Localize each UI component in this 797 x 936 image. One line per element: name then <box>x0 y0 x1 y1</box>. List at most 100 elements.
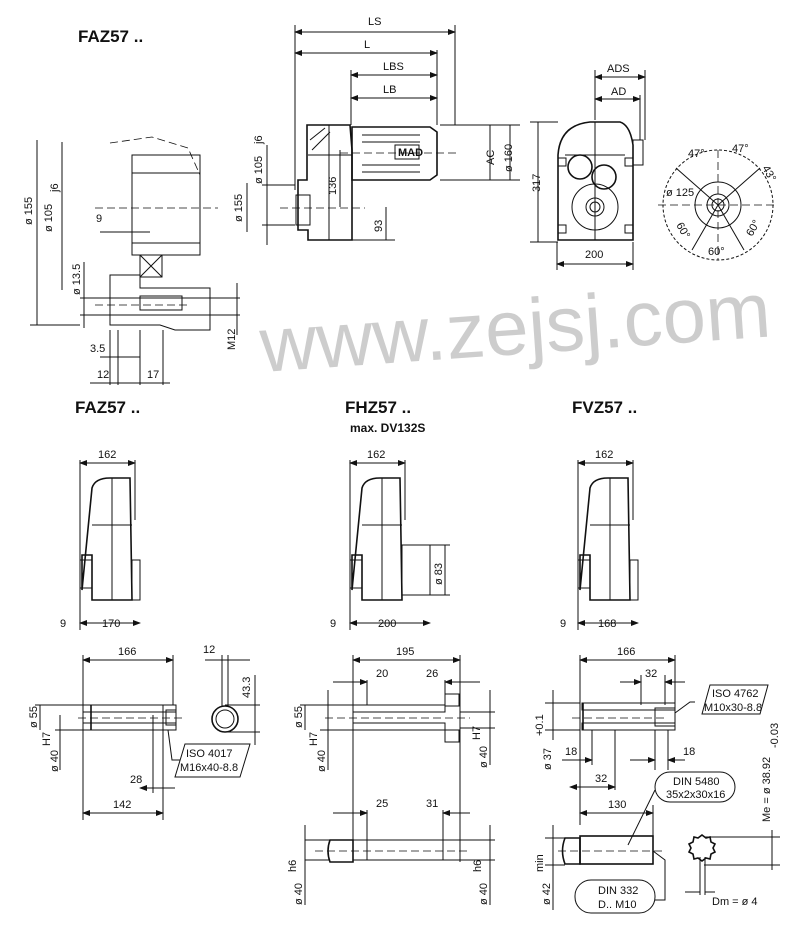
dim-9-faz: 9 <box>60 618 66 630</box>
dim-31: 31 <box>426 798 438 810</box>
dim-25: 25 <box>376 798 388 810</box>
dim-d40-h6-right-tol: h6 <box>472 860 484 872</box>
spline-profile <box>687 834 717 862</box>
bottom-faz-shaft: 166 ø 55 ø 40 H7 ISO 4017 M16x40-8.8 28 … <box>28 644 260 820</box>
dim-d155: ø 155 <box>23 197 35 225</box>
top-front-view: 317 200 ADS AD <box>530 63 646 270</box>
dim-166-fvz: 166 <box>617 646 635 658</box>
dim-18-left: 18 <box>565 746 577 758</box>
dim-3-5: 3.5 <box>90 343 105 355</box>
middle-fvz-view: 162 9 168 <box>560 449 639 630</box>
dim-162-faz: 162 <box>98 449 116 461</box>
iso4017-label: ISO 4017 <box>186 748 232 760</box>
din5480-label: DIN 5480 <box>673 776 719 788</box>
dim-26: 26 <box>426 668 438 680</box>
dim-28: 28 <box>130 774 142 786</box>
dim-d42-tol: min <box>534 854 546 872</box>
top-flange-view: 47° 47° 43° ø 125 60° 60° 60° <box>658 143 778 261</box>
dim-162-fhz: 162 <box>367 449 385 461</box>
iso4762-spec: M10x30-8.8 <box>704 702 762 714</box>
title-fhz57: FHZ57 .. <box>345 398 411 417</box>
dim-20: 20 <box>376 668 388 680</box>
dim-d125: ø 125 <box>666 187 694 199</box>
title-faz57-top: FAZ57 .. <box>78 27 143 46</box>
motor-badge: MAD <box>398 147 423 159</box>
dim-200-fhz: 200 <box>378 618 396 630</box>
dim-ls: LS <box>368 16 381 28</box>
angle-60-left: 60° <box>673 221 692 241</box>
top-side-view: LS L LBS LB MAD AC ø 160 ø 105 j6 ø 155 … <box>233 16 520 245</box>
dim-d40-fhz-right: ø 40 <box>478 746 490 768</box>
dim-d160: ø 160 <box>503 144 515 172</box>
bottom-fhz-shaft: 195 20 26 ø 55 ø 40 H7 ø 40 H7 25 31 ø 4… <box>287 646 495 905</box>
angle-60-right: 60° <box>744 218 763 238</box>
dim-166-faz: 166 <box>118 646 136 658</box>
dim-d105-side: ø 105 <box>253 156 265 184</box>
dim-142: 142 <box>113 799 131 811</box>
angle-60-bottom: 60° <box>708 246 725 258</box>
dim-d105: ø 105 <box>43 204 55 232</box>
dim-ad: AD <box>611 86 626 98</box>
dim-d55-fhz: ø 55 <box>293 706 305 728</box>
dim-d40-h6-left-tol: h6 <box>287 860 299 872</box>
dim-d105-side-tol: j6 <box>253 135 265 145</box>
dim-162-fvz: 162 <box>595 449 613 461</box>
angle-47-right: 47° <box>732 143 749 155</box>
dim-d40-h6-left: ø 40 <box>293 883 305 905</box>
dim-d40-faz-tol: H7 <box>41 732 53 746</box>
dim-d40-h6-right: ø 40 <box>478 883 490 905</box>
dim-136: 136 <box>327 177 339 195</box>
dim-317: 317 <box>531 174 543 192</box>
dim-dm: Dm = ø 4 <box>712 896 758 908</box>
dim-18-right: 18 <box>683 746 695 758</box>
middle-fhz-view: 162 ø 83 9 200 <box>330 449 450 630</box>
dim-me: Me = ø 38.92 <box>761 757 773 822</box>
dim-ac: AC <box>485 150 497 165</box>
dim-d40-fhz-left: ø 40 <box>316 750 328 772</box>
dim-200-front: 200 <box>585 249 603 261</box>
dim-170: 170 <box>102 618 120 630</box>
dim-12: 12 <box>97 369 109 381</box>
din5480-spec: 35x2x30x16 <box>666 789 725 801</box>
dim-d42: ø 42 <box>541 883 553 905</box>
dim-32-fvz-bottom: 32 <box>595 773 607 785</box>
dim-m12: M12 <box>226 329 238 350</box>
dim-17: 17 <box>147 369 159 381</box>
bottom-fvz-shaft: 166 32 ISO 4762 M10x30-8.8 ø 37 +0.1 18 … <box>534 646 781 914</box>
dim-me-tol: -0.03 <box>769 723 781 748</box>
dim-d105-tol: j6 <box>49 183 61 193</box>
dim-12-faz: 12 <box>203 644 215 656</box>
iso4017-spec: M16x40-8.8 <box>180 762 238 774</box>
din332-label: DIN 332 <box>598 885 638 897</box>
watermark-text: www.zejsj.com <box>256 265 773 389</box>
subtitle-max-dv132s: max. DV132S <box>350 421 425 435</box>
dim-195: 195 <box>396 646 414 658</box>
dim-43-3: 43.3 <box>241 677 253 698</box>
dim-ads: ADS <box>607 63 630 75</box>
dim-l: L <box>364 39 370 51</box>
dim-lbs: LBS <box>383 61 404 73</box>
dim-d37: ø 37 <box>542 748 554 770</box>
dim-d83: ø 83 <box>433 563 445 585</box>
dim-d40-fhz-left-tol: H7 <box>308 732 320 746</box>
dim-9-fvz: 9 <box>560 618 566 630</box>
dim-93: 93 <box>373 220 385 232</box>
din332-spec: D.. M10 <box>598 899 637 911</box>
middle-row: FAZ57 .. FHZ57 .. max. DV132S FVZ57 .. <box>75 398 637 435</box>
dim-d40-faz: ø 40 <box>49 750 61 772</box>
dim-32-fvz-top: 32 <box>645 668 657 680</box>
iso4762-label: ISO 4762 <box>712 688 758 700</box>
dim-d40-fhz-right-tol: H7 <box>471 726 483 740</box>
angle-43: 43° <box>759 164 778 184</box>
dim-130: 130 <box>608 799 626 811</box>
dim-168: 168 <box>598 618 616 630</box>
top-section-view: FAZ57 .. ø 155 ø 105 j6 9 ø 13.5 M12 3.5… <box>23 27 240 385</box>
dim-d13-5: ø 13.5 <box>71 264 83 295</box>
dim-d37-tol: +0.1 <box>534 714 546 736</box>
dim-9-fhz: 9 <box>330 618 336 630</box>
dim-d155-side: ø 155 <box>233 194 245 222</box>
dim-9: 9 <box>96 213 102 225</box>
dim-d55-faz: ø 55 <box>28 706 40 728</box>
